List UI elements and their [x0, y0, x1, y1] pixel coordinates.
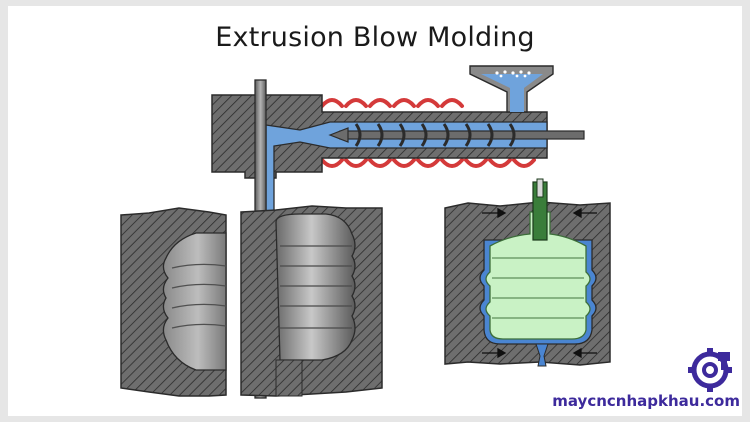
clamp-arrows: [482, 207, 597, 359]
diagram-title: Extrusion Blow Molding: [215, 22, 535, 53]
watermark-text: maycncnhapkhau.com: [552, 392, 740, 410]
closed-mold: [444, 178, 611, 367]
mold-cavity-left: [162, 232, 227, 371]
blown-bottle: [485, 211, 591, 340]
gear-cnc-logo-icon: [688, 348, 732, 392]
blow-nozzle: [532, 178, 548, 241]
mold-half-right: [240, 205, 383, 397]
pinch-off-tail: [535, 343, 549, 367]
hopper: [469, 65, 554, 113]
parison: [275, 213, 356, 361]
extruder-screw: [328, 123, 585, 147]
mold-half-left: [120, 207, 227, 397]
heater-bands: [320, 98, 536, 168]
